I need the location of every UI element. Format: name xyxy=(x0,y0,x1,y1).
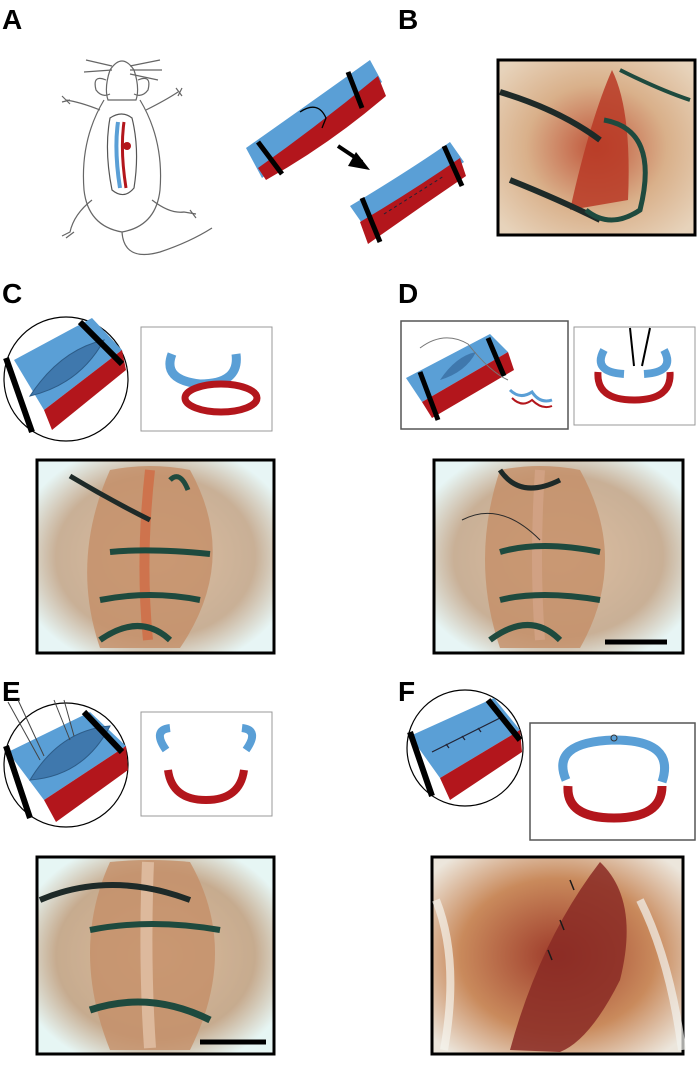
magnified-circle-c xyxy=(3,316,129,442)
photo-panel-e xyxy=(35,855,276,1056)
photo-panel-f xyxy=(430,855,686,1056)
panel-label-a: A xyxy=(2,4,23,35)
photo-panel-c xyxy=(35,458,276,655)
vessel-segment-top xyxy=(246,60,386,180)
photo-panel-d xyxy=(432,458,685,655)
mouse-outline-icon xyxy=(61,59,213,256)
cross-section-box-f xyxy=(529,722,696,841)
panel-label-c: C xyxy=(2,278,23,309)
suture-schematic-box-d xyxy=(400,320,569,430)
arrow-icon xyxy=(336,144,370,170)
panel-label-e: E xyxy=(2,676,21,707)
panel-label-f: F xyxy=(398,676,416,707)
cross-section-box-c xyxy=(140,326,273,432)
magnified-circle-f xyxy=(406,689,524,807)
cross-section-box-e xyxy=(140,711,273,817)
magnified-circle-e xyxy=(3,699,129,828)
panel-label-b: B xyxy=(398,4,419,35)
mouse-vessels xyxy=(114,121,131,189)
vessel-segment-bottom xyxy=(350,142,466,244)
photo-panel-b xyxy=(496,58,697,237)
cross-section-box-d xyxy=(573,326,696,426)
panel-label-d: D xyxy=(398,278,419,309)
